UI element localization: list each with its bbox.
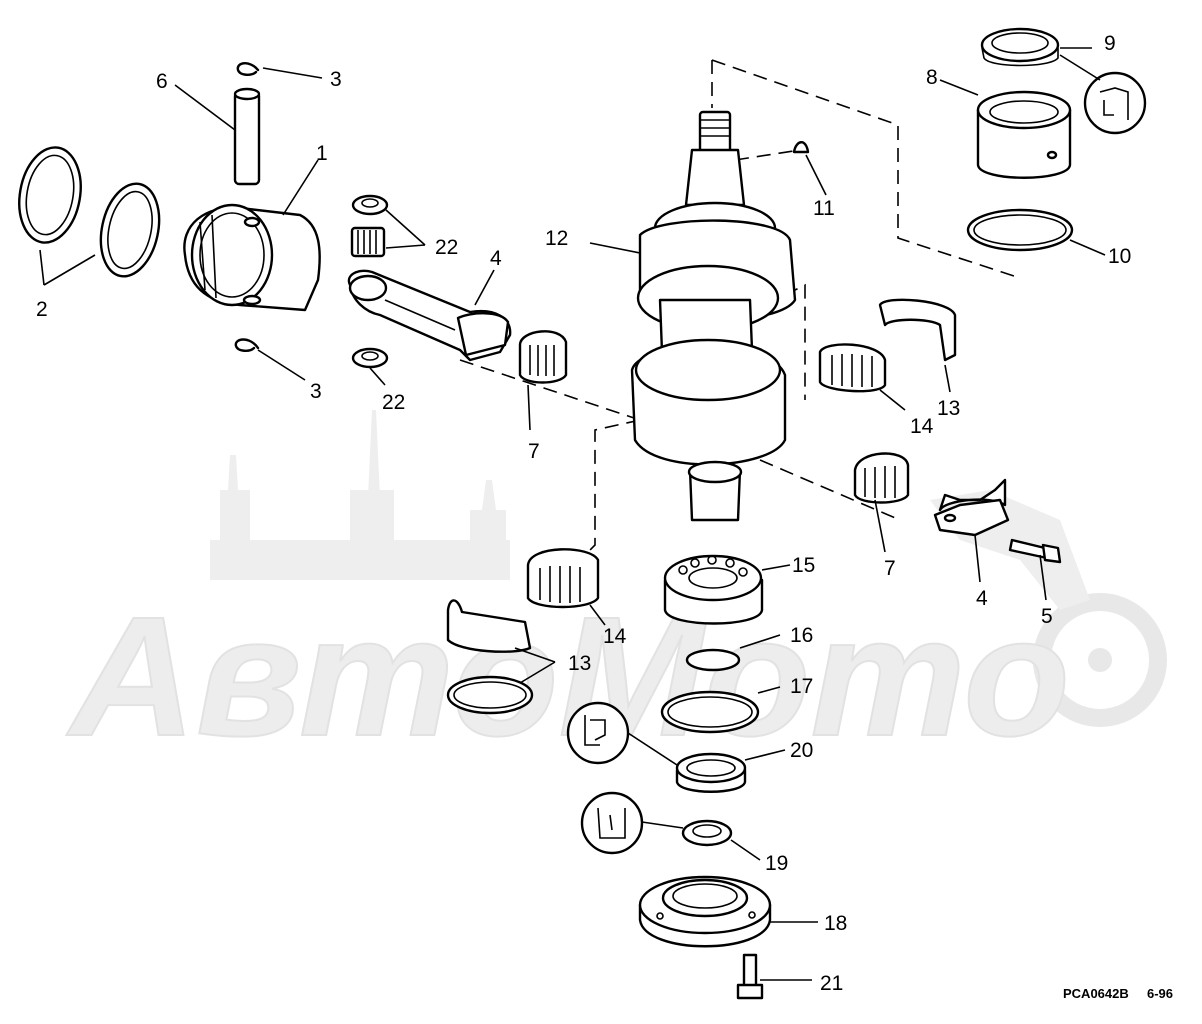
bearing-retaining-ring <box>446 675 534 715</box>
upper-seal <box>980 27 1060 67</box>
needle-bearing-set <box>350 194 389 369</box>
callout-14-right: 14 <box>910 415 934 438</box>
needle-cage-lower <box>853 452 910 504</box>
callout-10: 10 <box>1108 245 1131 268</box>
leader-lines <box>39 47 1106 981</box>
callout-3-bottom: 3 <box>310 380 322 403</box>
callout-21: 21 <box>820 972 843 995</box>
callout-15: 15 <box>792 554 815 577</box>
callout-17: 17 <box>790 675 813 698</box>
diagram-date: 6-96 <box>1147 986 1173 1001</box>
lower-ball-bearing <box>663 554 764 625</box>
main-bearing-half-right <box>878 298 957 362</box>
callout-5: 5 <box>1041 605 1053 628</box>
callout-20: 20 <box>790 739 813 762</box>
callout-9: 9 <box>1104 32 1116 55</box>
woodruff-key <box>792 141 810 154</box>
pin-retainer-clip-top <box>236 62 260 76</box>
callout-22-lower: 22 <box>382 391 405 414</box>
rod-cap-bolt <box>1008 538 1062 564</box>
callout-labels: 1 2 3 3 4 4 5 6 7 7 8 9 10 11 12 13 13 1… <box>36 32 1131 995</box>
callout-12: 12 <box>545 227 568 250</box>
connecting-rod <box>347 269 512 362</box>
housing-bolt <box>736 953 764 1000</box>
callout-16: 16 <box>790 624 813 647</box>
callout-19: 19 <box>765 852 788 875</box>
callout-4-cap: 4 <box>976 587 988 610</box>
callout-7-lower: 7 <box>884 557 896 580</box>
callout-6: 6 <box>156 70 168 93</box>
callout-2: 2 <box>36 298 48 321</box>
callout-18: 18 <box>824 912 847 935</box>
callout-22-upper: 22 <box>435 236 458 259</box>
callout-11: 11 <box>813 197 835 220</box>
upper-main-bearing <box>976 90 1072 179</box>
callout-13-right: 13 <box>937 397 960 420</box>
callout-3-top: 3 <box>330 68 342 91</box>
pin-retainer-clip-bottom <box>234 338 260 352</box>
needle-cage-lower-left <box>526 548 600 609</box>
upper-o-ring <box>966 208 1074 252</box>
lower-seal <box>675 752 747 793</box>
diagram-code: PCA0642B <box>1063 986 1129 1001</box>
lubricant-symbol-middle <box>566 701 630 765</box>
lower-o-ring <box>660 690 760 734</box>
callout-7-upper: 7 <box>528 440 540 463</box>
watermark-text: АвтоМото <box>66 582 1070 772</box>
piston <box>183 203 321 312</box>
lubricant-symbol-lower <box>580 791 644 855</box>
main-bearing-half-left <box>446 599 532 653</box>
watermark-city-skyline <box>210 410 510 580</box>
callout-4-rod: 4 <box>490 247 502 270</box>
callout-14-left: 14 <box>603 625 627 648</box>
callout-1: 1 <box>316 142 328 165</box>
watermark: АвтоМото <box>65 410 1167 773</box>
crankshaft <box>630 110 797 522</box>
lubricant-symbol-upper <box>1083 71 1147 135</box>
piston-ring-pair <box>18 146 161 278</box>
needle-cage-right <box>818 343 887 393</box>
small-shaft-seal <box>681 819 733 847</box>
lower-snap-ring <box>685 648 741 672</box>
lower-bearing-housing <box>638 875 772 948</box>
callout-13-left: 13 <box>568 652 591 675</box>
wrist-pin <box>233 87 261 186</box>
callout-8: 8 <box>926 66 938 89</box>
needle-cage-upper <box>518 330 568 384</box>
connecting-rod-cap <box>933 478 1010 537</box>
